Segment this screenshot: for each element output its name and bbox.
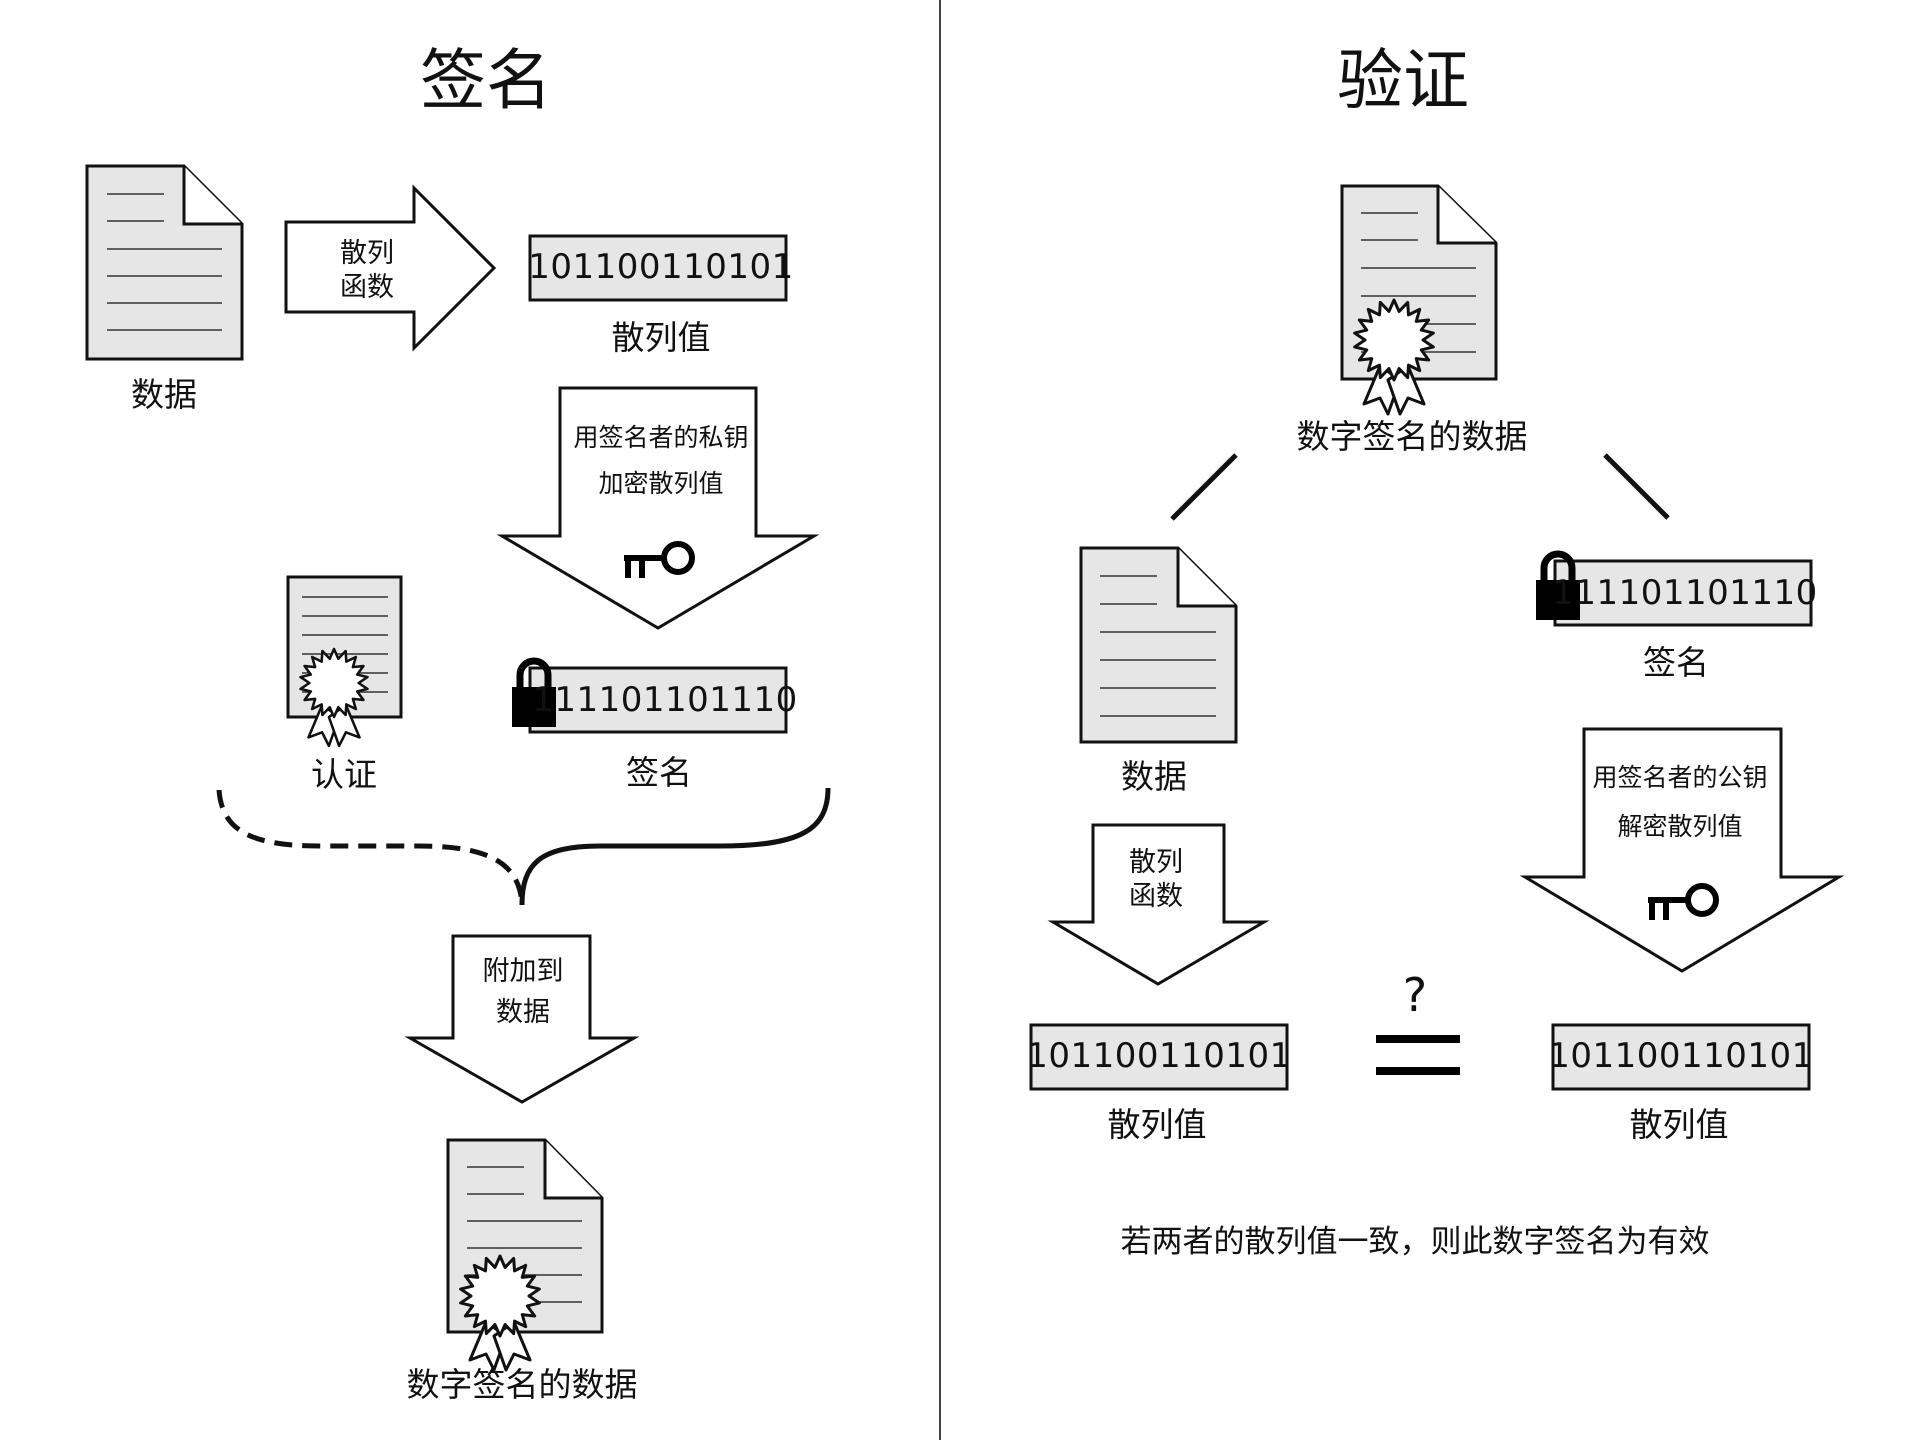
left-document-icon — [85, 164, 244, 361]
right-signed-data-label: 数字签名的数据 — [1296, 417, 1528, 456]
left-data-label: 数据 — [131, 375, 197, 414]
right-signature-box — [1553, 559, 1813, 627]
right-hash-value-right-label: 散列值 — [1629, 1105, 1729, 1144]
left-solid-brace — [519, 787, 831, 906]
equals-icon — [1376, 1035, 1460, 1075]
left-hash-value-binary: 101100110101 — [528, 247, 794, 287]
left-signature-binary: 111101101110 — [532, 680, 798, 720]
verify-title: 验证 — [1337, 42, 1469, 119]
right-signature-binary: 111101101110 — [1552, 573, 1818, 613]
right-decrypt-label-2: 解密散列值 — [1617, 812, 1743, 841]
right-signature-label: 签名 — [1643, 643, 1709, 682]
left-hash-arrow — [284, 184, 497, 352]
right-hash-value-left-box — [1029, 1023, 1289, 1091]
right-hash-value-left-label: 散列值 — [1107, 1105, 1207, 1144]
left-certificate-label: 认证 — [311, 755, 377, 794]
right-split-line-left — [1170, 453, 1238, 521]
right-signed-document-icon — [1340, 184, 1498, 416]
left-attach-label-2: 数据 — [496, 997, 550, 1028]
right-split-line-right — [1603, 453, 1670, 520]
left-attach-arrow — [404, 934, 640, 1104]
right-document-icon — [1079, 546, 1238, 744]
left-encrypt-arrow — [496, 386, 820, 630]
question-mark: ? — [1402, 968, 1428, 1022]
right-hash-value-right-binary: 101100110101 — [1548, 1036, 1814, 1076]
sign-title: 签名 — [420, 42, 552, 119]
left-certificate-icon — [286, 575, 403, 748]
right-hash-value-left-binary: 101100110101 — [1026, 1036, 1292, 1076]
left-hash-function-label-2: 函数 — [340, 272, 394, 303]
left-hash-value-label: 散列值 — [611, 318, 711, 357]
verification-conclusion: 若两者的散列值一致，则此数字签名为有效 — [1120, 1224, 1710, 1260]
left-hash-value-box — [528, 234, 788, 302]
right-hash-function-label-1: 散列 — [1129, 847, 1183, 878]
left-hash-function-label-1: 散列 — [340, 238, 394, 269]
left-encrypt-label-2: 加密散列值 — [598, 469, 724, 498]
left-encrypt-label-1: 用签名者的私钥 — [573, 423, 749, 452]
left-signed-data-label: 数字签名的数据 — [406, 1365, 638, 1404]
left-signature-box — [528, 666, 788, 734]
right-hash-function-label-2: 函数 — [1129, 881, 1183, 912]
left-attach-label-1: 附加到 — [482, 956, 564, 987]
right-hash-arrow — [1047, 823, 1270, 986]
right-decrypt-label-1: 用签名者的公钥 — [1592, 763, 1768, 792]
right-data-label: 数据 — [1121, 757, 1187, 796]
right-decrypt-arrow — [1519, 727, 1845, 973]
left-signed-document-icon — [446, 1138, 604, 1372]
right-hash-value-right-box — [1551, 1023, 1811, 1091]
left-dashed-brace — [216, 789, 525, 906]
left-signature-label: 签名 — [626, 753, 692, 792]
